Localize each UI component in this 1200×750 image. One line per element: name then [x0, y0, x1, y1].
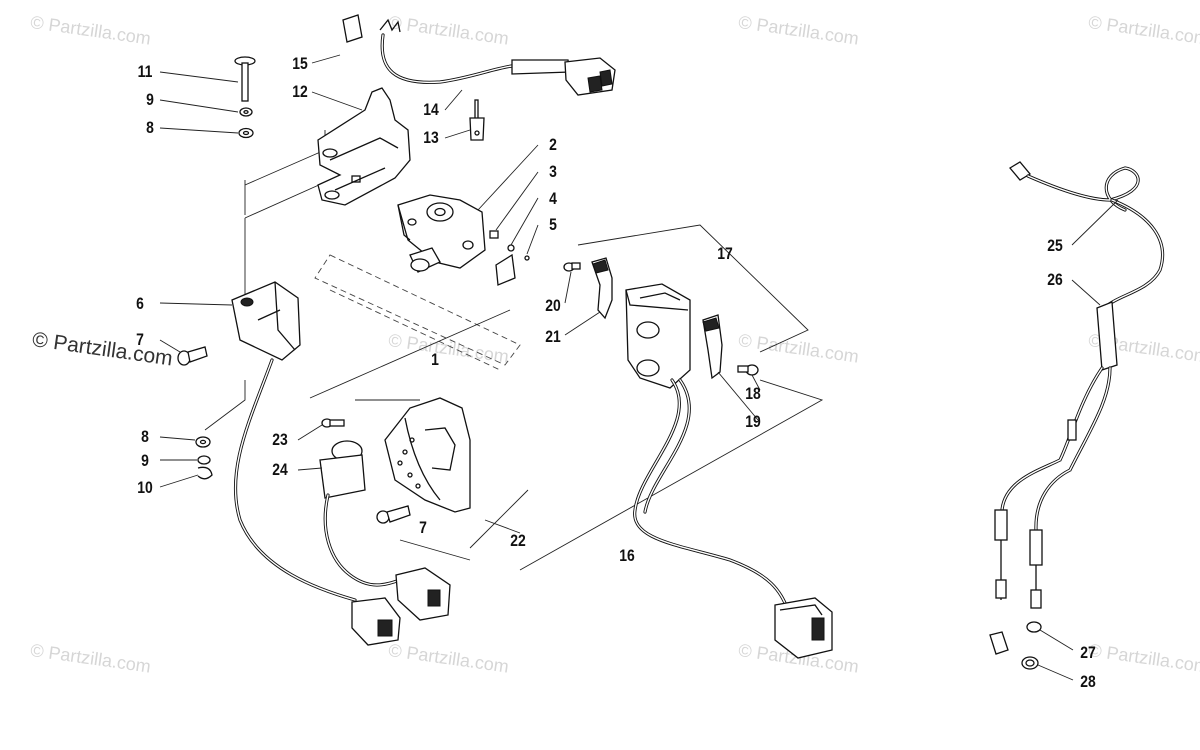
screw-part-18 [737, 364, 759, 376]
switch-body-part-2 [397, 194, 486, 273]
callout-25: 25 [1047, 236, 1063, 255]
assembly-brackets [204, 130, 824, 571]
callout-17: 17 [717, 244, 733, 263]
connector-button [395, 567, 451, 621]
callout-16: 16 [619, 546, 635, 565]
callout-28: 28 [1080, 672, 1096, 691]
pin-part-5 [524, 255, 530, 261]
callout-9-top: 9 [146, 90, 154, 109]
washer-part-9-top [239, 107, 253, 117]
bolt-part-11 [234, 56, 256, 102]
callout-3: 3 [549, 162, 557, 181]
washer-part-9-bottom [197, 455, 211, 465]
callout-7-lower: 7 [419, 518, 427, 537]
callout-21: 21 [545, 327, 561, 346]
tag-part-15 [342, 14, 363, 43]
screw-part-7-lower [376, 505, 411, 524]
leader-lines [159, 54, 1119, 681]
clip-part-4 [495, 244, 516, 286]
callout-6: 6 [136, 294, 144, 313]
callout-20: 20 [545, 296, 561, 315]
switch-housing-part-22 [384, 397, 471, 513]
clip-part-10 [197, 466, 213, 480]
washer-part-8-bottom [195, 436, 211, 448]
callout-12: 12 [292, 82, 308, 101]
housing-wire [233, 358, 357, 602]
callout-24: 24 [272, 460, 288, 479]
lever-part-21 [591, 257, 613, 320]
housing-plate-part-17 [625, 283, 691, 389]
callout-19: 19 [745, 412, 761, 431]
callout-26: 26 [1047, 270, 1063, 289]
lever-part-19 [702, 314, 723, 380]
harness-part-14 [379, 18, 616, 96]
callout-2: 2 [549, 135, 557, 154]
handlebar-outline [314, 254, 521, 371]
cable-part-25 [1009, 161, 1165, 307]
callout-27: 27 [1080, 643, 1096, 662]
screw-part-23 [321, 418, 345, 428]
throttle-housing-part-12 [317, 87, 411, 206]
callout-7-left: 7 [136, 330, 144, 349]
washer-part-8-top [238, 127, 254, 139]
fitting-part-27 [989, 621, 1042, 655]
oring-part-28 [1021, 656, 1039, 670]
callout-8-top: 8 [146, 118, 154, 137]
callout-22: 22 [510, 531, 526, 550]
callout-1: 1 [431, 350, 439, 369]
callout-5: 5 [549, 215, 557, 234]
switch-harness-part-16 [633, 378, 833, 659]
button-part-24 [319, 440, 402, 587]
callout-18: 18 [745, 384, 761, 403]
callout-4: 4 [549, 189, 557, 208]
housing-base-part-6 [231, 281, 301, 361]
screw-part-7-left [177, 346, 208, 366]
callout-9-bottom: 9 [141, 451, 149, 470]
callout-10: 10 [137, 478, 153, 497]
callout-15: 15 [292, 54, 308, 73]
screw-part-20 [563, 262, 581, 272]
cable-part-26 [994, 301, 1118, 609]
callout-14: 14 [423, 100, 439, 119]
spring-part-3 [489, 230, 499, 239]
callout-11: 11 [137, 62, 153, 81]
terminal-part-13 [469, 99, 485, 141]
callout-23: 23 [272, 430, 288, 449]
connector-housing [351, 597, 401, 646]
callout-13: 13 [423, 128, 439, 147]
callout-8-bottom: 8 [141, 427, 149, 446]
